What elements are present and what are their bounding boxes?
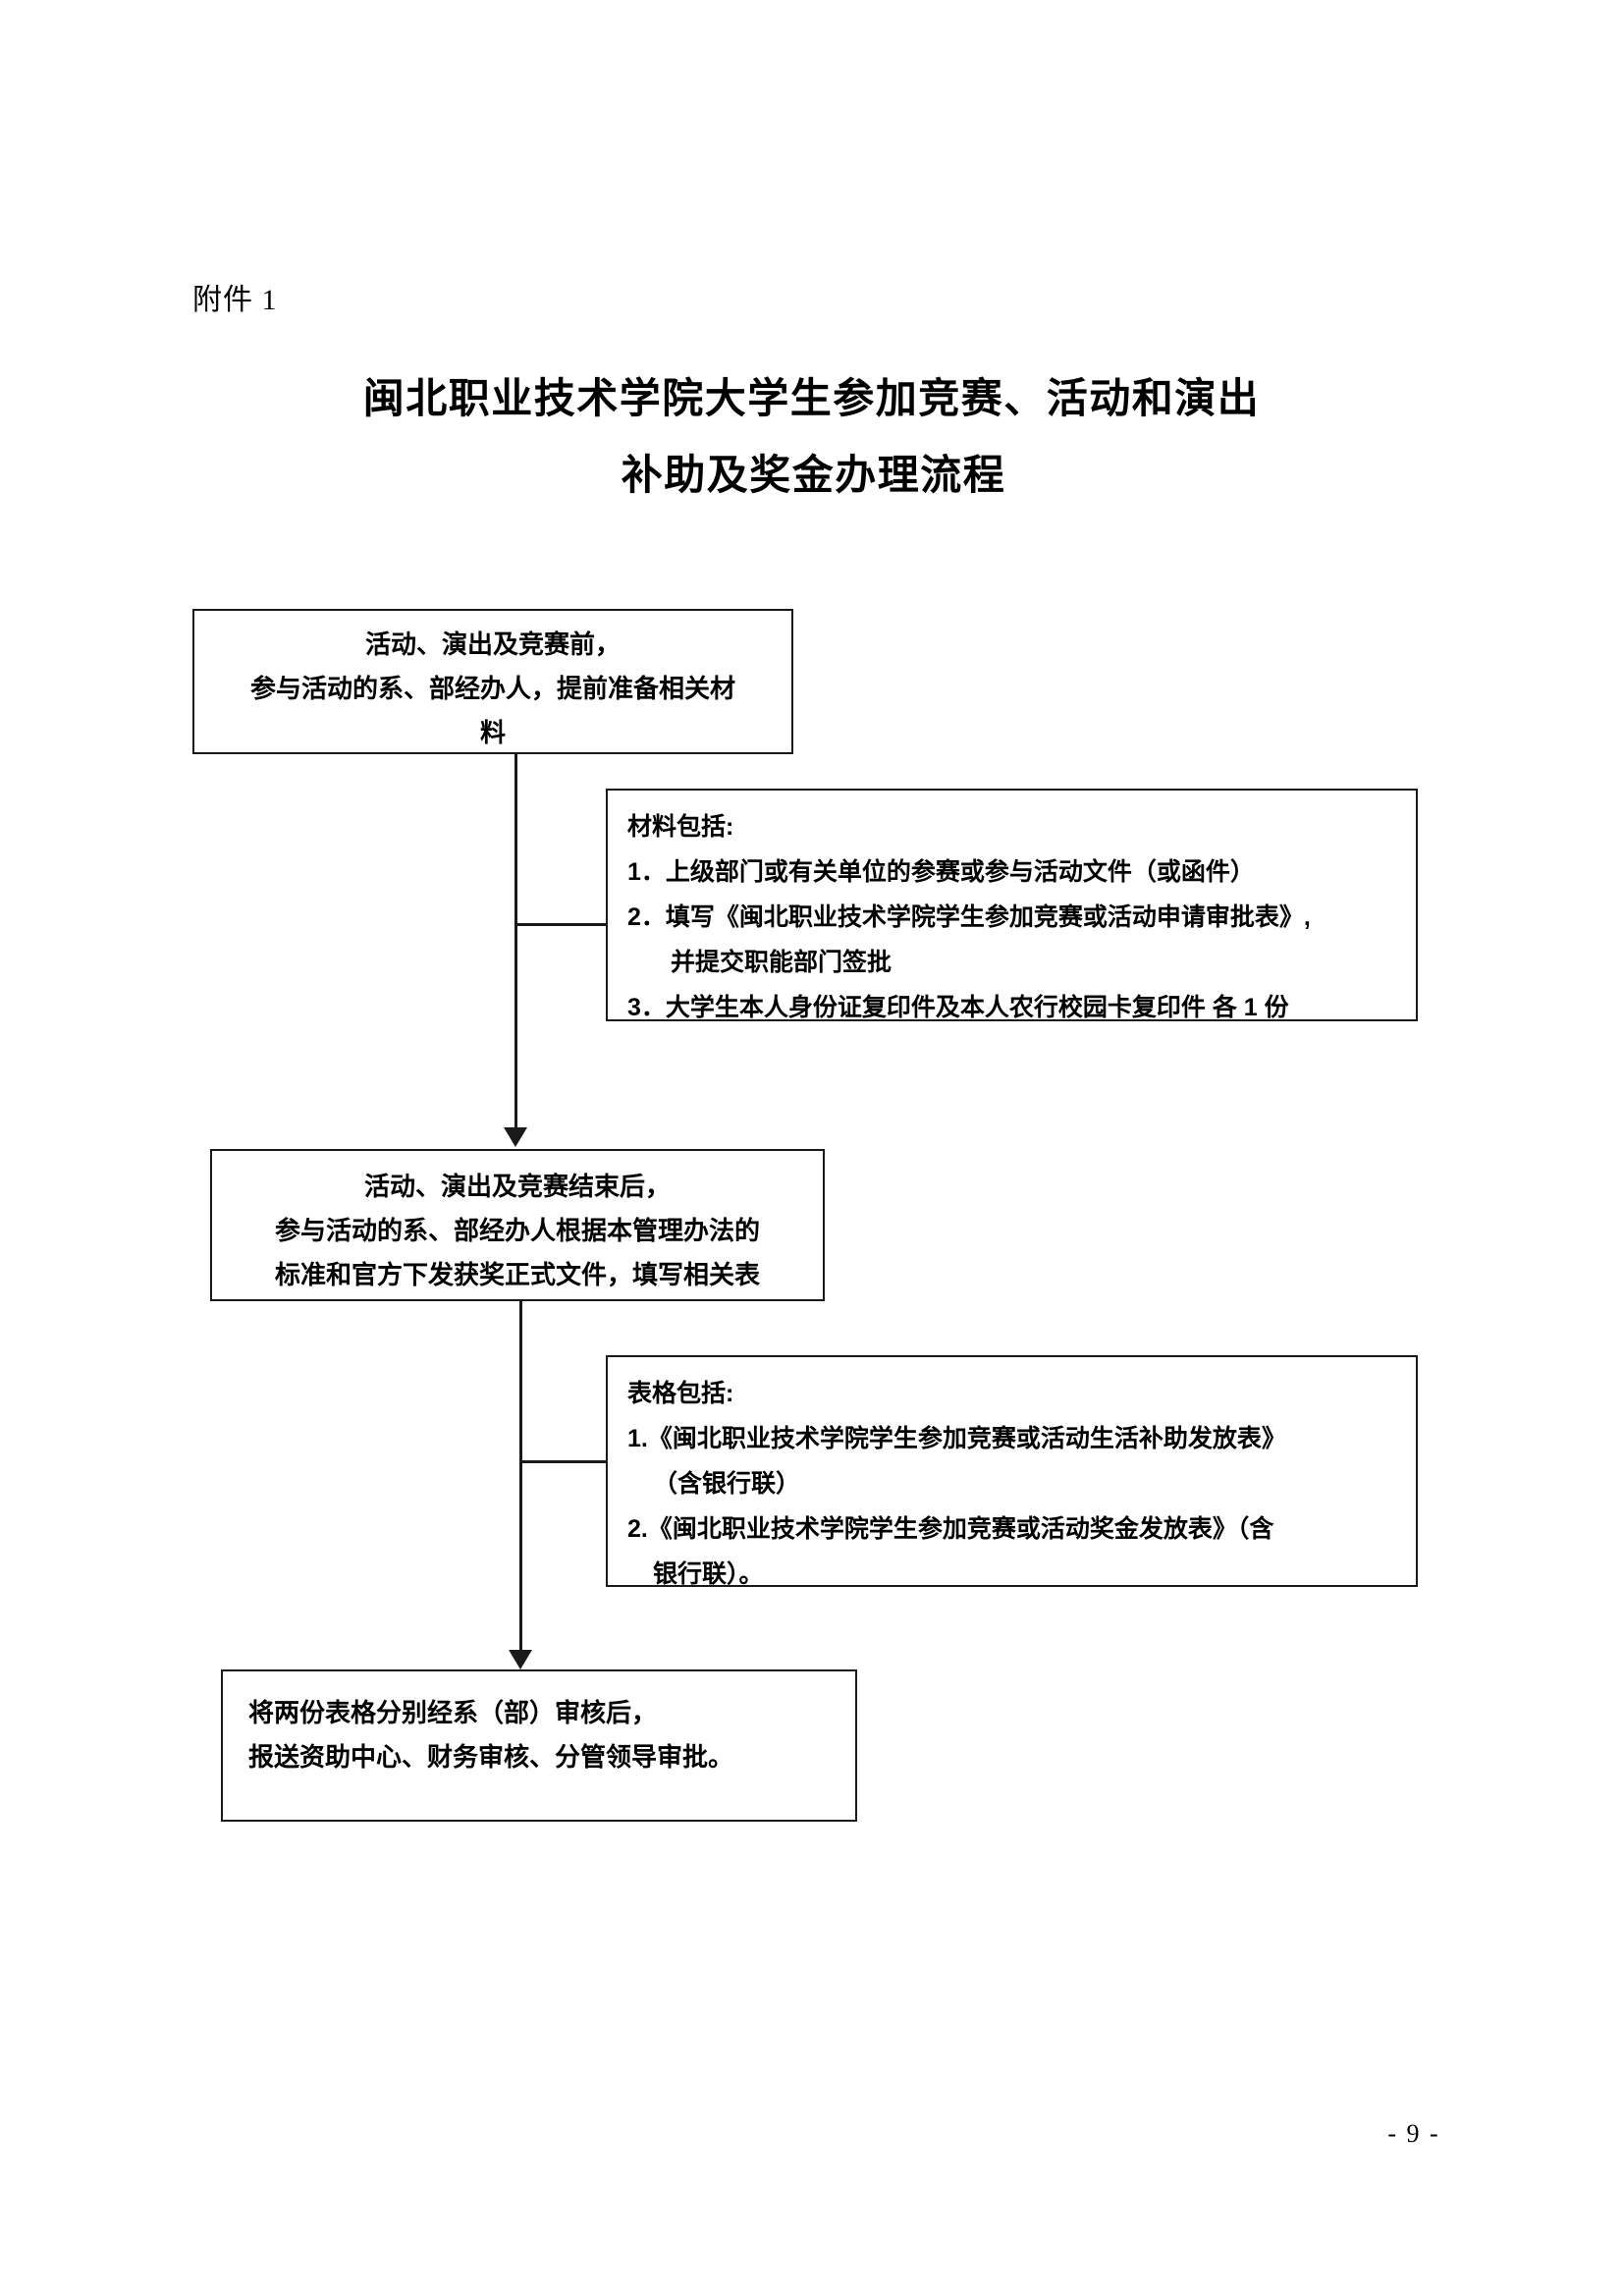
connector-line-step1-to-step2 [514,754,517,1127]
note-materials-heading: 材料包括: [627,813,734,841]
page-number: - 9 - [1387,2119,1440,2148]
step-prepare-line-1: 活动、演出及竞赛前， [364,629,621,659]
attachment-label: 附件 1 [192,284,278,316]
connector-line-step2-to-step3 [519,1301,522,1650]
note-materials-item-2: 2．填写《闽北职业技术学院学生参加竞赛或活动申请审批表》, [627,903,1311,931]
note-materials-item-1: 1．上级部门或有关单位的参赛或参与活动文件（或函件） [627,858,1255,886]
note-materials-item-3: 3．大学生本人身份证复印件及本人农行校园卡复印件 各 1 份 [627,994,1289,1021]
flowchart-step-after-event: 活动、演出及竞赛结束后， 参与活动的系、部经办人根据本管理办法的 标准和官方下发… [210,1149,825,1301]
step-after-line-1: 活动、演出及竞赛结束后， [363,1172,671,1201]
step-prepare-line-2: 参与活动的系、部经办人，提前准备相关材 [249,674,735,703]
step-after-line-2: 参与活动的系、部经办人根据本管理办法的 [274,1216,760,1245]
connector-branch-to-materials-note [514,923,608,926]
note-materials-included: 材料包括: 1．上级部门或有关单位的参赛或参与活动文件（或函件） 2．填写《闽北… [606,789,1418,1021]
step-submit-line-2: 报送资助中心、财务审核、分管领导审批。 [248,1742,734,1772]
step-submit-line-1: 将两份表格分别经系（部）审核后， [248,1698,658,1727]
note-forms-included: 表格包括: 1.《闽北职业技术学院学生参加竞赛或活动生活补助发放表》 （含银行联… [606,1355,1418,1588]
arrowhead-icon-step2 [504,1127,527,1147]
flowchart-step-submit: 将两份表格分别经系（部）审核后， 报送资助中心、财务审核、分管领导审批。 [221,1669,857,1822]
note-materials-item-2-continued: 并提交职能部门签批 [671,949,893,976]
arrowhead-icon-step3 [509,1650,532,1669]
page-title-line-2: 补助及奖金办理流程 [621,454,1006,499]
step-after-line-3: 标准和官方下发获奖正式文件，填写相关表 [274,1260,760,1289]
note-forms-item-2-continued: 银行联）。 [653,1560,764,1588]
flowchart-step-prepare: 活动、演出及竞赛前， 参与活动的系、部经办人，提前准备相关材 料 [192,609,793,754]
step-prepare-line-3: 料 [479,718,506,747]
note-forms-item-1: 1.《闽北职业技术学院学生参加竞赛或活动生活补助发放表》 [627,1425,1286,1452]
note-forms-item-2: 2.《闽北职业技术学院学生参加竞赛或活动奖金发放表》（含 [627,1515,1274,1543]
note-forms-item-1-continued: （含银行联） [653,1470,801,1498]
note-forms-heading: 表格包括: [627,1380,734,1407]
connector-branch-to-forms-note [519,1460,608,1463]
page-title: 闽北职业技术学院大学生参加竞赛、活动和演出 补助及奖金办理流程 [0,361,1623,515]
page-title-line-1: 闽北职业技术学院大学生参加竞赛、活动和演出 [362,377,1261,422]
